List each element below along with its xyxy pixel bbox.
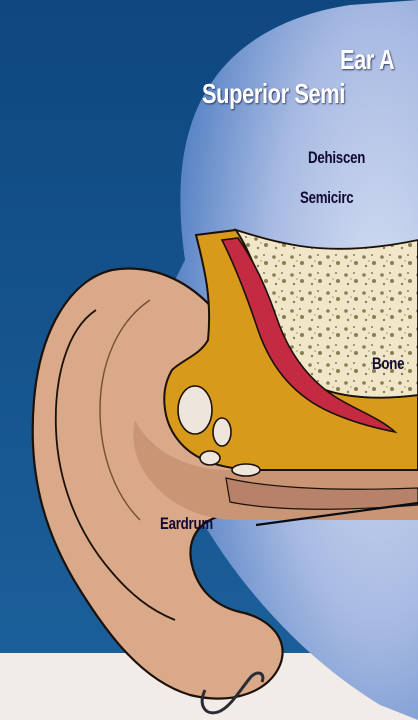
- title-line-2: Superior Semi: [202, 78, 345, 110]
- title-line-1: Ear A: [340, 44, 394, 76]
- label-eardrum: Eardrum: [160, 514, 213, 534]
- label-semicircular: Semicirc: [300, 188, 353, 208]
- label-bone: Bone: [372, 354, 404, 374]
- label-dehiscence: Dehiscen: [308, 148, 365, 168]
